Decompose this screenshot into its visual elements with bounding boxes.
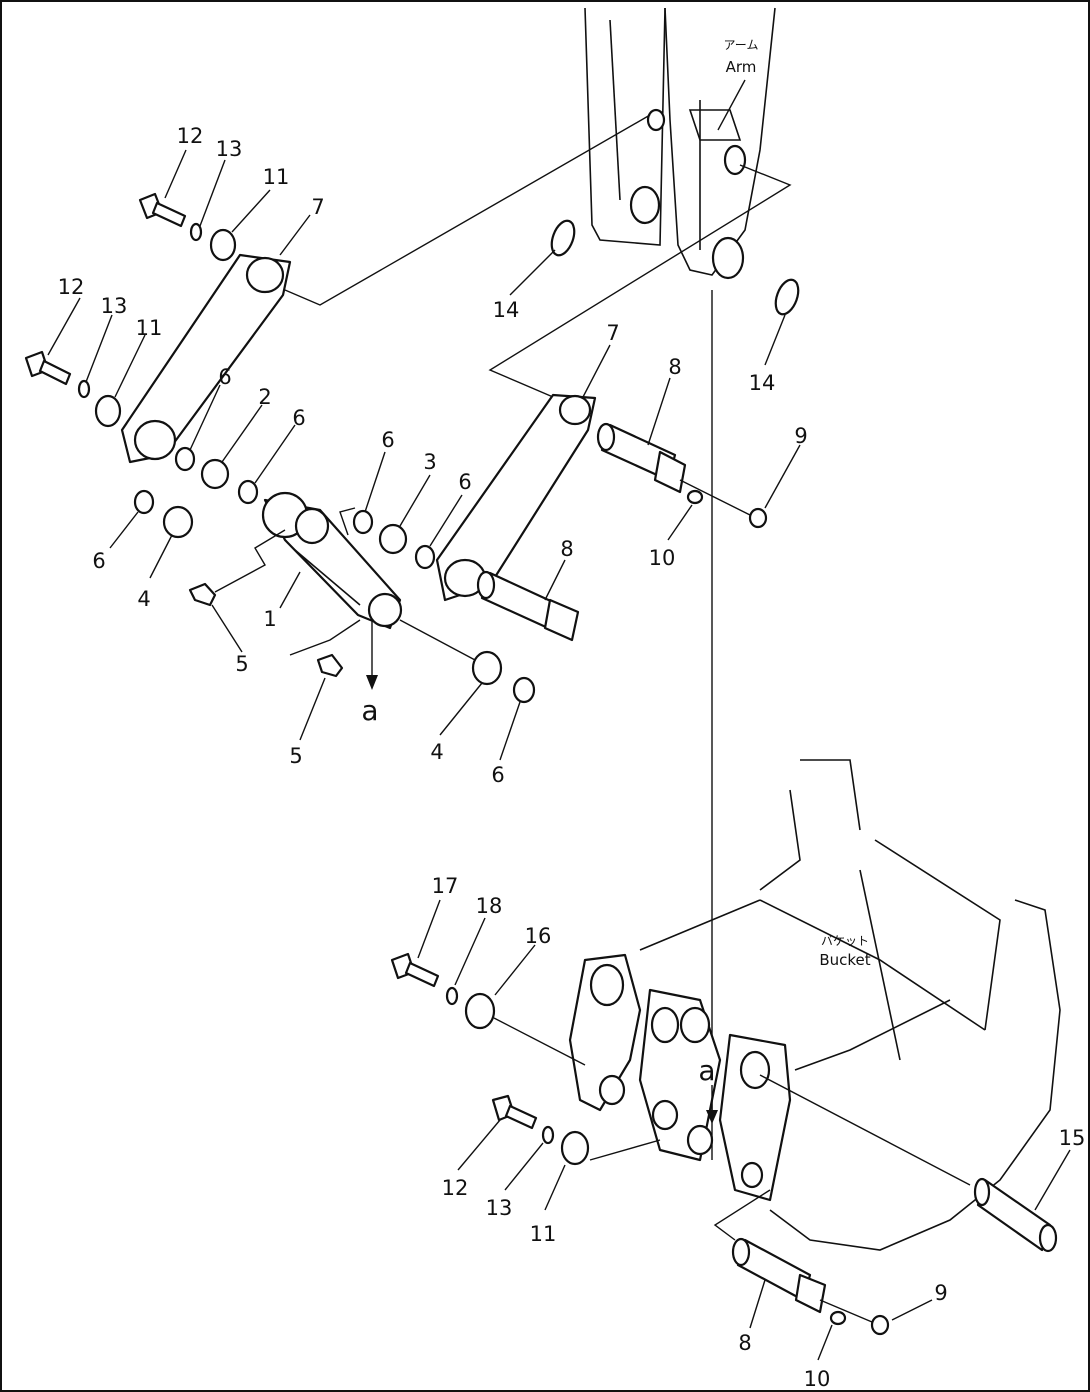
- callout-11-middle: 11: [136, 316, 163, 340]
- grease-fitting-5-lower: [316, 653, 344, 678]
- callout-13-middle: 13: [101, 294, 128, 318]
- callout-5-lower: 5: [289, 744, 302, 768]
- washer-13-upper: [189, 222, 203, 242]
- callout-16: 16: [525, 924, 552, 948]
- callout-14-right: 14: [749, 371, 776, 395]
- callout-10-upper: 10: [649, 546, 676, 570]
- nut-10-lower: [829, 1310, 847, 1326]
- arm-structure: [584, 7, 776, 280]
- arm-note-en: Arm: [726, 58, 757, 76]
- bucket-note-en: Bucket: [819, 951, 870, 969]
- callout-labels: 12 13 11 7 12 13 11 6 2 6 6 4 5 1 5 4 6 …: [58, 124, 1086, 1391]
- callout-11-upper: 11: [263, 165, 290, 189]
- callout-9-lower: 9: [934, 1281, 947, 1305]
- shim-6-c: [133, 489, 155, 515]
- callout-13-upper: 13: [216, 137, 243, 161]
- callout-6-a: 6: [218, 365, 231, 389]
- detail-marker-upper: a: [361, 694, 378, 727]
- callout-12-middle: 12: [58, 275, 85, 299]
- bucket-structure: [639, 759, 1061, 1251]
- callout-5-upper: 5: [235, 652, 248, 676]
- link-7-right: [435, 393, 597, 602]
- bushing-2: [200, 458, 230, 490]
- bushing-4-left: [162, 505, 194, 539]
- link-1: [261, 491, 403, 630]
- callout-2: 2: [258, 385, 271, 409]
- callout-11-lower: 11: [530, 1222, 557, 1246]
- washer-13-middle: [77, 379, 91, 399]
- shim-6-d: [352, 509, 374, 535]
- detail-marker-lower: a: [698, 1054, 715, 1087]
- bushing-11-middle: [94, 394, 122, 428]
- callout-14-left: 14: [493, 298, 520, 322]
- arm-note-jp: アーム: [724, 38, 759, 52]
- bucket-bracket-right: [718, 1033, 792, 1202]
- washer-13-lower: [541, 1125, 555, 1145]
- callout-12-lower: 12: [442, 1176, 469, 1200]
- callout-13-lower: 13: [486, 1196, 513, 1220]
- callout-12-upper: 12: [177, 124, 204, 148]
- nut-10-upper: [686, 489, 704, 505]
- callout-6-f: 6: [491, 763, 504, 787]
- bolt-12-lower: [491, 1094, 538, 1130]
- callout-8-middle: 8: [560, 537, 573, 561]
- callout-10-lower: 10: [804, 1367, 831, 1391]
- callout-7-right: 7: [606, 321, 619, 345]
- bushing-3: [378, 523, 408, 555]
- shim-6-e: [414, 544, 436, 570]
- callout-15: 15: [1059, 1126, 1086, 1150]
- callout-4-left: 4: [137, 587, 150, 611]
- bolt-9-upper: [748, 507, 768, 529]
- o-ring-14-left: [550, 219, 576, 257]
- bolt-9-lower: [870, 1314, 890, 1336]
- grease-fitting-5-upper: [188, 582, 217, 607]
- callout-7-left: 7: [311, 195, 324, 219]
- callout-4-right: 4: [430, 740, 443, 764]
- washer-18: [445, 986, 459, 1006]
- pin-8-middle: [476, 570, 580, 642]
- bushing-4-right: [471, 650, 503, 686]
- bolt-12-middle: [24, 350, 72, 386]
- pin-8-lower: [731, 1237, 827, 1314]
- callout-9-upper: 9: [794, 424, 807, 448]
- callout-6-d: 6: [381, 428, 394, 452]
- callout-1: 1: [263, 607, 276, 631]
- o-ring-14-right: [774, 278, 800, 316]
- link-7-left: [120, 253, 292, 464]
- callout-leaders: [47, 149, 1071, 1361]
- bolt-17: [390, 952, 440, 988]
- bushing-11-upper: [209, 228, 237, 262]
- shim-6-f: [512, 676, 536, 704]
- callout-6-b: 6: [292, 406, 305, 430]
- bushing-16: [464, 992, 496, 1030]
- pin-8-upper: [596, 422, 687, 494]
- shim-6-b: [237, 479, 259, 505]
- bucket-bracket-middle: [638, 988, 722, 1162]
- callout-6-e: 6: [458, 470, 471, 494]
- bucket-bracket-left: [568, 953, 642, 1112]
- pin-15: [973, 1177, 1058, 1253]
- callout-6-c: 6: [92, 549, 105, 573]
- callout-18: 18: [476, 894, 503, 918]
- callout-8-lower: 8: [738, 1331, 751, 1355]
- callout-3: 3: [423, 450, 436, 474]
- bushing-11-lower: [560, 1130, 590, 1166]
- bolt-12-upper: [138, 192, 187, 228]
- shim-6-a: [174, 446, 196, 472]
- callout-8-upper: 8: [668, 355, 681, 379]
- bucket-note-jp: バケット: [821, 934, 869, 948]
- callout-17: 17: [432, 874, 459, 898]
